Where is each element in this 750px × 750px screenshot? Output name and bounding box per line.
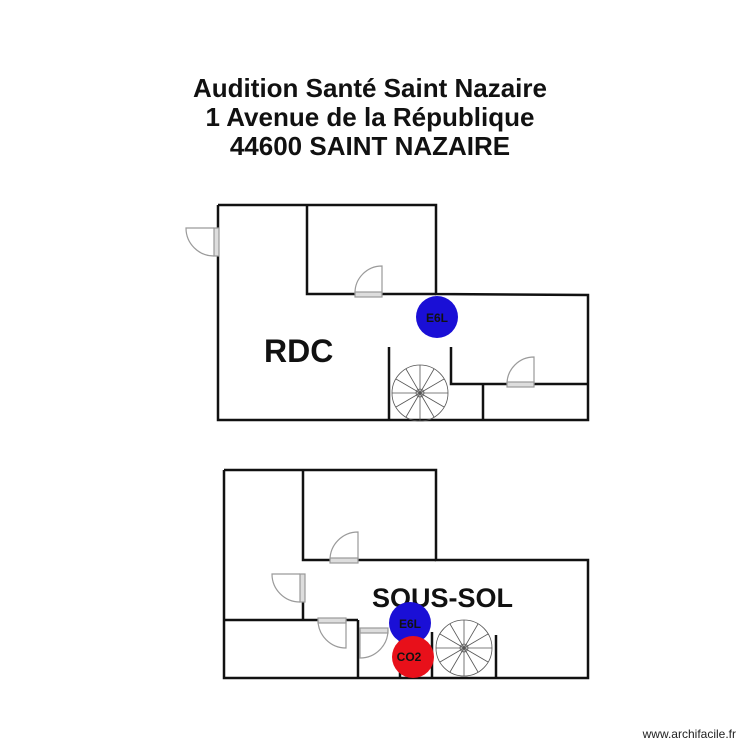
extinguisher-icon bbox=[389, 602, 431, 644]
ss-door-lower bbox=[317, 617, 347, 649]
ss-room-wall-top bbox=[301, 470, 330, 562]
rdc-extinguisher-e6l: E6L bbox=[416, 296, 458, 338]
ss-outer-wall bbox=[222, 468, 590, 680]
rdc-extinguisher-label: E6L bbox=[426, 311, 448, 325]
title-business-name: Audition Santé Saint Nazaire bbox=[193, 73, 547, 103]
ss-extinguisher-co2: CO2 bbox=[392, 636, 434, 678]
plan-title: Audition Santé Saint Nazaire 1 Avenue de… bbox=[0, 74, 740, 161]
rdc-room-wall bbox=[449, 347, 507, 386]
ss-co2-label: CO2 bbox=[397, 650, 422, 664]
rdc-door-office bbox=[354, 265, 383, 298]
rdc-door-room bbox=[506, 356, 535, 388]
extinguisher-icon bbox=[416, 296, 458, 338]
ss-door-top bbox=[329, 531, 359, 564]
co2-extinguisher-icon bbox=[392, 636, 434, 678]
ss-extinguisher-e6l: E6L bbox=[389, 602, 431, 644]
ss-extinguisher-label: E6L bbox=[399, 617, 421, 631]
title-street-address: 1 Avenue de la République bbox=[205, 102, 535, 132]
rdc-floor-plan bbox=[216, 203, 590, 422]
ss-door-wc bbox=[359, 627, 389, 659]
rdc-office-wall bbox=[305, 205, 355, 296]
sous-sol-floor-label: SOUS-SOL bbox=[372, 583, 513, 613]
rdc-door-entrance bbox=[185, 227, 220, 257]
rdc-spiral-staircase bbox=[391, 364, 449, 422]
watermark: www.archifacile.fr bbox=[642, 727, 736, 741]
rdc-outer-wall bbox=[216, 203, 590, 422]
rdc-floor-label: RDC bbox=[264, 333, 333, 369]
ss-spiral-staircase bbox=[435, 619, 493, 677]
title-city: 44600 SAINT NAZAIRE bbox=[229, 131, 511, 161]
ss-door-left bbox=[271, 573, 306, 603]
